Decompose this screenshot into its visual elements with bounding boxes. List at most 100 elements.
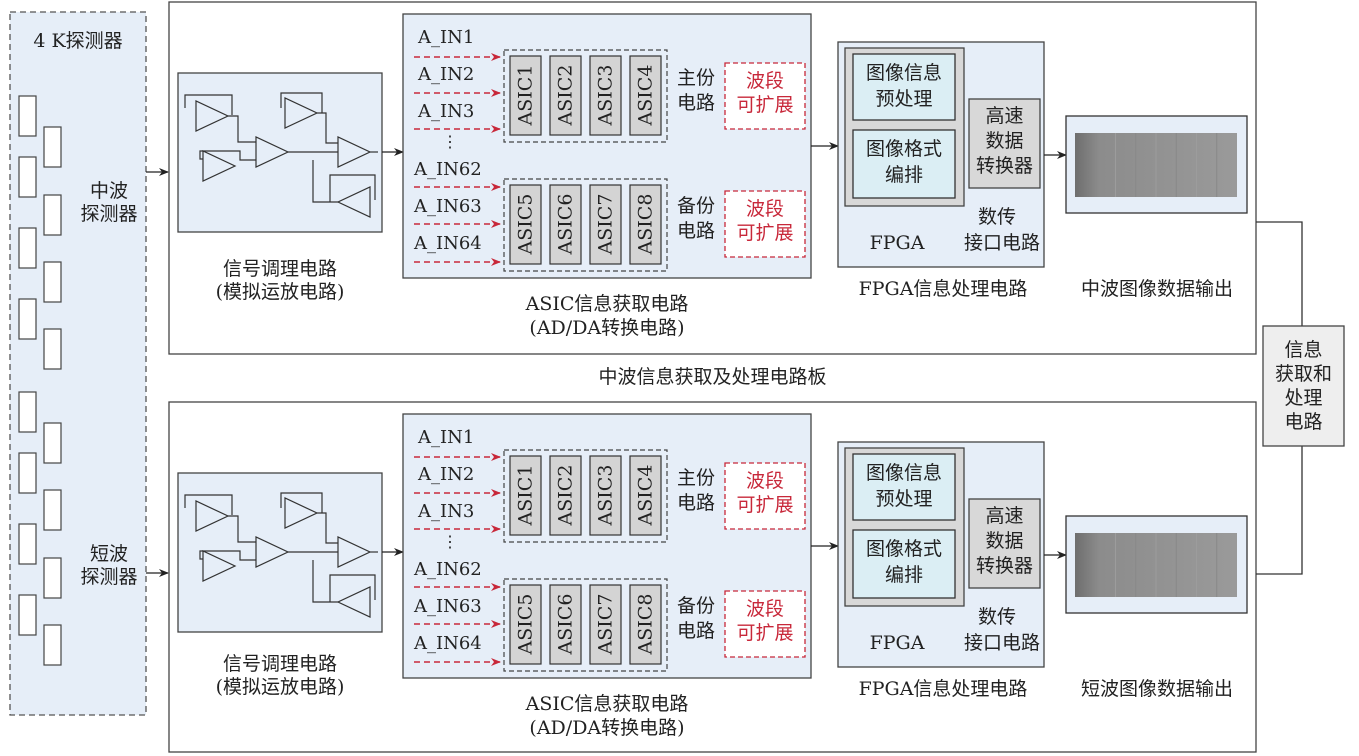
sw-input-label: A_IN64 [414,633,482,654]
asic-chip-label: ASIC4 [635,465,657,527]
asic-chip [629,55,662,136]
mw-fpga-caption: FPGA信息处理电路 [858,278,1028,300]
mw-asic-caption-sub: (AD/DA转换电路) [529,317,685,339]
opamp-symbol [195,500,230,532]
sw-asic-caption-sub: (AD/DA转换电路) [529,717,685,739]
mw-preprocess-block [852,53,956,121]
asic-chip [549,184,582,265]
asic-chip-label: ASIC8 [635,594,657,656]
asic-chip [509,184,542,265]
mw-iface-label: 数传 [977,206,1016,228]
sw-expand-box [724,462,806,530]
merge-box-label: 信息 获取和 处理 电路 [1263,338,1344,434]
sw-detector-label: 短波 探测器 [74,543,144,589]
mw-expand-label: 波段 [745,198,784,220]
mw-converter-label: 转换器 [975,155,1033,177]
opamp-symbol [195,100,230,132]
opamp-symbol [336,586,371,618]
sw-input-label: A_IN1 [418,427,475,448]
mw-expand-label-2: 可扩展 [736,222,794,244]
asic-chip [509,55,542,136]
detector-cell [18,452,37,494]
sw-asic-caption: ASIC信息获取电路 [525,693,689,715]
asic-chip-label: ASIC7 [595,594,617,656]
circuit-wire [329,174,376,202]
sw-converter-label: 高速 [985,505,1024,527]
detector-cell [43,126,62,168]
merge-line4: 电路 [1284,411,1323,433]
mw-expand-label: 波段 [745,70,784,92]
asic-chip [589,55,622,136]
sw-fpga-caption: FPGA信息处理电路 [858,678,1028,700]
detector-cell [43,194,62,236]
mw-detector-label: 中波 探测器 [74,180,144,226]
sw-preprocess-label: 图像信息 [865,462,942,484]
detector-cell [43,557,62,599]
detector-cell [18,227,37,269]
mw-format-label-2: 编排 [884,164,923,186]
circuit-wire [329,574,376,602]
sw-format-label: 图像格式 [865,538,942,560]
circuit-wire [199,150,256,161]
sw-detector-label-line1: 短波 [89,543,128,565]
asic-chip [549,55,582,136]
asic-chip [589,584,622,665]
mw-expand-box [724,62,806,130]
sw-expand-box [724,590,806,658]
sw-input-label: A_IN3 [418,501,475,522]
detector-cell [18,594,37,636]
detector-cell [18,523,37,565]
sw-main-label: 主份 [676,467,715,489]
detector-cells [9,11,169,716]
asic-chip-label: ASIC7 [595,194,617,256]
detector-cell [43,261,62,303]
opamp-symbol [202,150,237,182]
sw-asics_main-group [503,449,668,543]
asic-chip-label: ASIC5 [515,594,537,656]
mw-format-block [852,129,956,199]
asic-chip [589,184,622,265]
mw-output-connector [1256,221,1303,326]
detector-cell [43,328,62,370]
mw-signal-caption: 信号调理电路 [222,258,337,280]
opamp-symbol [336,186,371,218]
sw-format-block [852,529,956,599]
asic-chip [509,455,542,536]
circuit-wire [228,515,256,543]
detector-cell [43,422,62,464]
sw-converter-label: 数据 [985,530,1024,552]
opamp-symbol [284,497,319,529]
sw-asics_backup-group [503,578,668,672]
opamp-symbol [284,97,319,129]
asic-chip [549,455,582,536]
sw-preprocess-label-2: 预处理 [875,488,933,510]
asic-chip-label: ASIC8 [635,194,657,256]
asic-chip [629,584,662,665]
merge-line3: 处理 [1284,387,1323,409]
circuit-wire [199,550,256,561]
sw-input-label: A_IN63 [414,596,482,617]
sw-backup-label: 备份 [676,595,715,617]
asic-chip-label: ASIC5 [515,194,537,256]
sw-input-label: A_IN2 [418,464,475,485]
sw-signal-caption: 信号调理电路 [222,653,337,675]
sw-iface-label: 数传 [977,606,1016,628]
detector-cell [18,156,37,198]
sw-output-connector [1256,446,1303,575]
mw-input-label: A_IN63 [414,196,482,217]
circuit-wire [184,94,233,115]
sw-input-ellipsis: ⋮ [442,532,458,551]
detector-cell [18,95,37,137]
mw-input-label: A_IN3 [418,101,475,122]
sw-preprocess-block [852,453,956,521]
sw-converter-label: 转换器 [975,555,1033,577]
mw-main-label: 主份 [676,67,715,89]
mw-input-label: A_IN64 [414,233,482,254]
mw-backup-label-2: 电路 [676,220,715,242]
sw-output-caption: 短波图像数据输出 [1080,678,1233,700]
asic-chip [509,584,542,665]
asic-chip-label: ASIC6 [555,594,577,656]
mw-asic-caption: ASIC信息获取电路 [525,293,689,315]
